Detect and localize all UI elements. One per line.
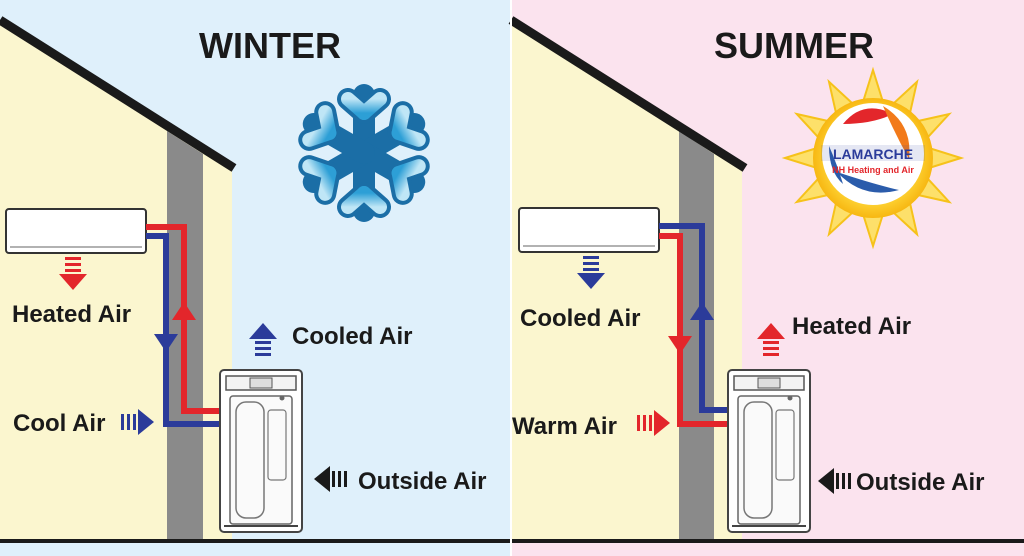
- winter-outdoor-unit: [219, 369, 303, 533]
- summer-line-down-arrow: [668, 336, 692, 354]
- winter-indoor-label: Heated Air: [12, 301, 131, 328]
- winter-outside-label: Outside Air: [358, 468, 486, 495]
- summer-outside-label: Outside Air: [856, 469, 984, 496]
- summer-title: SUMMER: [714, 25, 874, 66]
- winter-exhaust-label: Cooled Air: [292, 323, 412, 350]
- logo-name: LAMARCHE: [833, 146, 913, 162]
- summer-intake-label: Warm Air: [512, 413, 617, 440]
- summer-indoor-unit: [518, 207, 660, 253]
- lamarche-logo: LAMARCHE NH Heating and Air: [821, 103, 925, 205]
- summer-hot-line: [659, 233, 728, 427]
- winter-intake-label: Cool Air: [13, 410, 105, 437]
- summer-panel: LAMARCHE NH Heating and Air SUMMER Coole…: [508, 0, 1024, 556]
- winter-indoor-unit: [5, 208, 147, 254]
- snowflake-icon: [306, 84, 422, 211]
- summer-exhaust-label: Heated Air: [792, 313, 911, 340]
- summer-indoor-label: Cooled Air: [520, 305, 640, 332]
- summer-outdoor-unit: [727, 369, 811, 533]
- logo-tagline: NH Heating and Air: [832, 165, 914, 175]
- winter-title: WINTER: [199, 25, 341, 66]
- winter-line-down-arrow: [154, 334, 178, 352]
- winter-cold-line: [146, 233, 220, 427]
- summer-roof-line: [508, 16, 748, 172]
- winter-roof-line: [0, 16, 237, 172]
- winter-line-up-arrow: [172, 302, 196, 320]
- summer-exterior-wall: [679, 131, 714, 540]
- winter-panel: WINTER Heated Air Cooled Air Cool Air Ou…: [0, 0, 511, 556]
- summer-line-up-arrow: [690, 302, 714, 320]
